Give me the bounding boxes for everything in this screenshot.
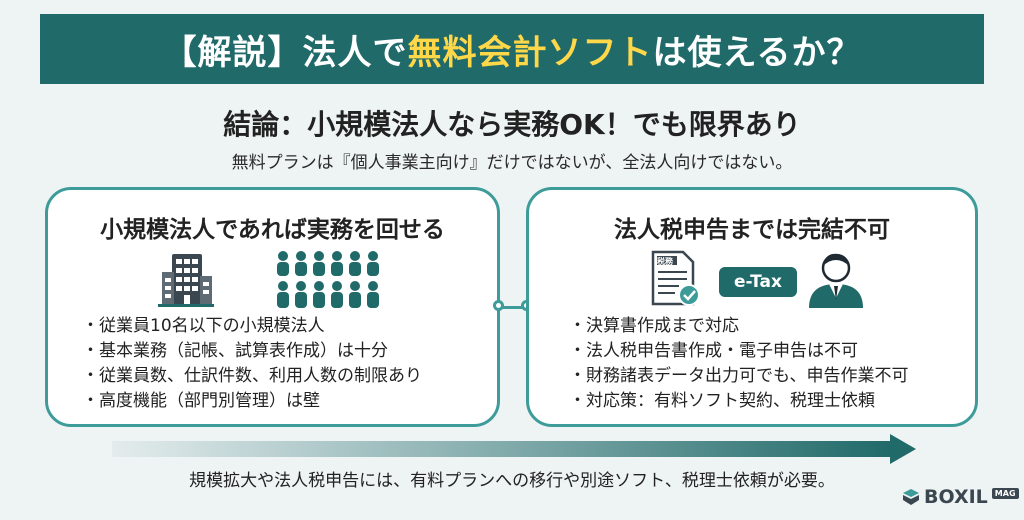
title-part1: 【解説】法人で	[162, 32, 408, 73]
left-bullets: 従業員10名以下の小規模法人 基本業務（記帳、試算表作成）は十分 従業員数、仕訳…	[82, 314, 422, 414]
businessman-icon	[809, 253, 863, 308]
office-building-icon	[158, 254, 214, 307]
list-item: 法人税申告書作成・電子申告は不可	[569, 339, 909, 364]
left-card: 小規模法人であれば実務を回せる	[45, 187, 500, 427]
right-card-title: 法人税申告までは完結不可	[614, 217, 890, 243]
boxil-logo-icon	[903, 489, 919, 505]
people-group-icon	[277, 251, 379, 308]
list-item: 高度機能（部門別管理）は壁	[82, 389, 422, 414]
list-item: 決算書作成まで対応	[569, 314, 909, 339]
title-part2: は使えるか？	[652, 32, 862, 73]
right-card: 法人税申告までは完結不可 税務 e-Tax 決算書作成まで対応 法人税申告書作成…	[526, 187, 978, 427]
brand-badge: MAG	[991, 487, 1019, 499]
brand-logo: BOXIL MAG	[902, 486, 1019, 508]
list-item: 財務諸表データ出力可でも、申告作業不可	[569, 364, 909, 389]
title-banner: 【解説】法人で無料会計ソフトは使えるか？	[40, 14, 984, 84]
conclusion-heading: 結論：小規模法人なら実務OK！でも限界あり	[223, 108, 801, 141]
right-bullets: 決算書作成まで対応 法人税申告書作成・電子申告は不可 財務諸表データ出力可でも、…	[569, 314, 909, 414]
connector-dot-left	[493, 300, 504, 311]
doc-label: 税務	[657, 257, 673, 266]
right-icons-row: 税務 e-Tax	[529, 248, 975, 310]
card-connector	[498, 306, 528, 309]
list-item: 従業員10名以下の小規模法人	[82, 314, 422, 339]
brand-name: BOXIL	[924, 486, 988, 508]
left-card-title: 小規模法人であれば実務を回せる	[100, 217, 445, 243]
footer-note: 規模拡大や法人税申告には、有料プランへの移行や別途ソフト、税理士依頼が必要。	[189, 471, 835, 491]
tax-document-icon	[651, 250, 700, 306]
list-item: 基本業務（記帳、試算表作成）は十分	[82, 339, 422, 364]
subnote-text: 無料プランは『個人事業主向け』だけではないが、全法人向けではない。	[231, 153, 793, 173]
left-icons-row	[48, 248, 497, 310]
title-highlight: 無料会計ソフト	[407, 32, 653, 73]
progress-arrow-head	[890, 434, 916, 464]
list-item: 対応策：有料ソフト契約、税理士依頼	[569, 389, 909, 414]
etax-badge: e-Tax	[719, 267, 797, 297]
progress-arrow-shaft	[112, 441, 892, 457]
list-item: 従業員数、仕訳件数、利用人数の制限あり	[82, 364, 422, 389]
